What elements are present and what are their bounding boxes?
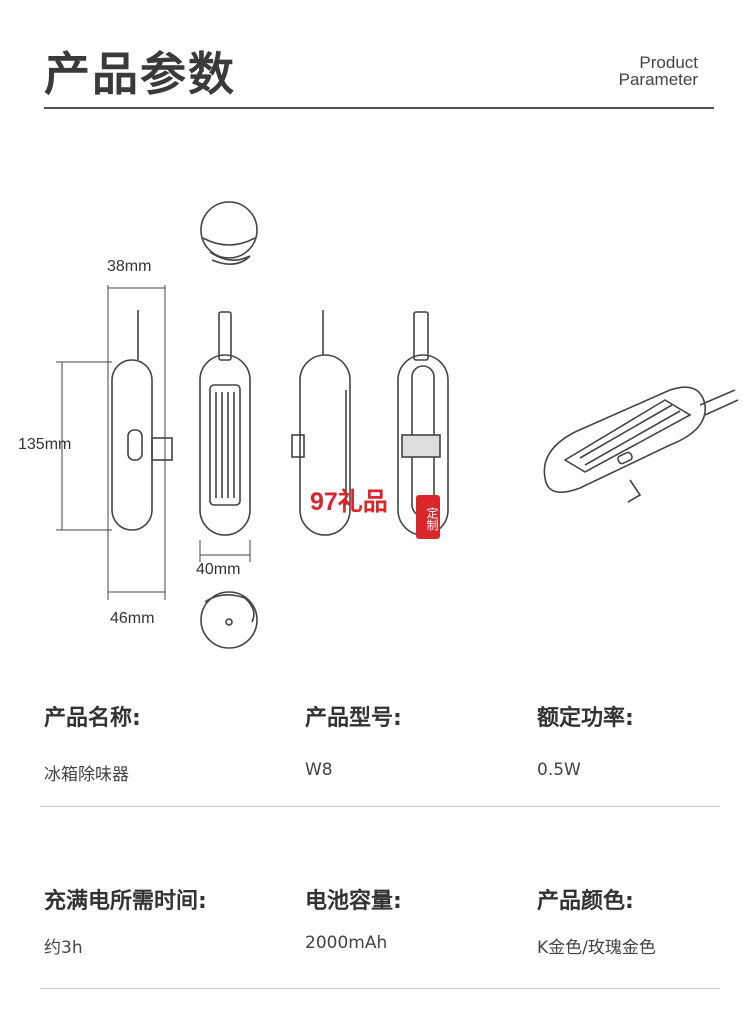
back-view xyxy=(291,310,351,536)
row-divider-2 xyxy=(40,988,720,989)
spec-value-model: W8 xyxy=(305,760,333,780)
watermark-seal: 定制 xyxy=(416,495,440,539)
spec-value-power: 0.5W xyxy=(537,760,581,780)
dim-width-front: 40mm xyxy=(196,561,241,578)
front-view xyxy=(199,311,251,562)
spec-label-battery: 电池容量: xyxy=(305,889,402,914)
dim-depth: 46mm xyxy=(110,610,155,627)
spec-label-color: 产品颜色: xyxy=(537,889,634,914)
spec-label-charge: 充满电所需时间: xyxy=(44,889,207,914)
spec-label-model: 产品型号: xyxy=(305,706,402,731)
dim-width-top: 38mm xyxy=(107,258,152,275)
product-drawing xyxy=(56,201,739,649)
page-subtitle: Product Parameter xyxy=(619,54,698,88)
watermark-text: 97礼品 xyxy=(310,488,388,516)
perspective-view xyxy=(543,386,739,503)
dim-height: 135mm xyxy=(18,436,72,453)
spec-value-name: 冰箱除味器 xyxy=(44,765,129,785)
row-divider-1 xyxy=(40,806,720,807)
subtitle-line-1: Product xyxy=(639,53,698,72)
subtitle-line-2: Parameter xyxy=(618,70,698,89)
spec-label-power: 额定功率: xyxy=(537,706,634,731)
bottom-view xyxy=(200,591,258,649)
title-divider xyxy=(44,107,714,109)
page-title: 产品参数 xyxy=(44,47,236,101)
spec-value-battery: 2000mAh xyxy=(305,933,388,953)
top-view xyxy=(200,201,258,265)
spec-value-color: K金色/玫瑰金色 xyxy=(537,938,656,958)
spec-label-name: 产品名称: xyxy=(44,706,141,731)
side-view xyxy=(56,285,173,600)
spec-value-charge: 约3h xyxy=(44,938,83,958)
